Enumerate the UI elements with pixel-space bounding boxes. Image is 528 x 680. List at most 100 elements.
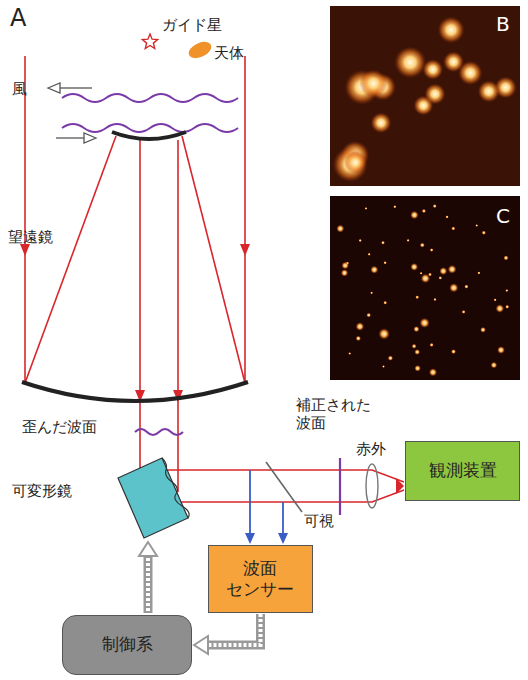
control-arrow <box>139 542 157 613</box>
sharp-star <box>505 289 508 292</box>
blurred-star <box>438 16 465 43</box>
sharp-star <box>410 211 418 219</box>
sharp-star <box>412 344 417 349</box>
visible-label: 可視 <box>304 512 334 530</box>
sharp-star <box>439 267 447 275</box>
wind-arrows <box>48 83 96 143</box>
arrow-inner <box>208 614 261 645</box>
sharp-star <box>370 291 373 294</box>
sharp-star <box>445 215 448 218</box>
blurred-star <box>458 61 482 85</box>
panel-letter: B <box>496 12 510 36</box>
arrow-outline <box>208 614 261 645</box>
telescope-label: 望遠鏡 <box>8 228 53 246</box>
sharp-star <box>491 362 498 369</box>
sharp-star <box>429 368 437 376</box>
sharp-star <box>503 255 508 260</box>
sharp-star <box>388 355 393 360</box>
sharp-star <box>449 283 458 292</box>
lens <box>366 464 378 508</box>
sharp-star <box>451 349 456 354</box>
sharp-star <box>410 263 418 271</box>
turbulence <box>62 94 238 435</box>
sharp-star <box>420 318 430 328</box>
sharp-star <box>505 305 509 309</box>
sharp-star <box>383 301 387 305</box>
guide-star <box>142 34 157 49</box>
sharp-star <box>370 266 378 274</box>
control-box: 制御系 <box>62 615 192 675</box>
blurred-star <box>424 83 445 104</box>
sharp-star <box>433 298 436 301</box>
sharp-star <box>477 271 480 274</box>
sharp-star <box>413 326 419 332</box>
sharp-star <box>356 322 365 331</box>
node-text: 制御系 <box>102 634 153 655</box>
sharp-star <box>366 313 371 318</box>
panel-letter: A <box>10 4 26 33</box>
node-text: 観測装置 <box>429 460 497 481</box>
sharp-star <box>430 343 434 347</box>
guide-star-label: ガイド星 <box>162 16 222 34</box>
sharp-star <box>451 226 455 230</box>
sharp-star <box>464 284 468 288</box>
sharp-star <box>382 365 385 368</box>
wind-label: 風 <box>12 80 27 98</box>
beamsplitter <box>266 462 302 512</box>
sharp-star <box>420 272 423 275</box>
image-c <box>330 196 520 380</box>
sharp-star <box>414 349 420 355</box>
sharp-star <box>407 239 410 242</box>
blurred-star <box>394 46 426 78</box>
sensor-box: 波面 センサー <box>208 545 313 613</box>
sharp-star <box>341 269 348 276</box>
visible-rays <box>250 470 283 534</box>
sharp-star <box>482 231 486 235</box>
mirror-label: 可変形鏡 <box>12 482 72 500</box>
wavefront-label: 歪んだ波面 <box>22 418 97 436</box>
feedback-arrow <box>194 614 261 654</box>
corrected-wavefront <box>339 458 341 515</box>
blurred-star <box>344 151 366 173</box>
arrow-head <box>194 636 208 654</box>
sharp-star <box>393 205 396 208</box>
sharp-star <box>480 327 486 333</box>
sharp-star <box>365 207 368 210</box>
sharp-star <box>336 225 344 233</box>
infrared-label: 赤外 <box>356 440 386 458</box>
blurred-star <box>422 59 443 80</box>
blurred-star <box>333 147 368 182</box>
sharp-star <box>462 310 466 314</box>
object <box>186 39 214 62</box>
sharp-star <box>348 352 351 355</box>
sharp-star <box>422 209 426 213</box>
image-b <box>330 6 520 186</box>
secondary-mirror <box>112 132 186 139</box>
blurred-star <box>359 69 387 97</box>
sharp-star <box>356 336 361 341</box>
sharp-star <box>433 204 437 208</box>
ray-arrowheads <box>20 244 250 402</box>
object-label: 天体 <box>214 44 244 62</box>
sharp-star <box>415 295 419 299</box>
panel-letter: C <box>496 204 510 228</box>
corrected-label: 補正された 波面 <box>296 396 377 432</box>
sharp-star <box>414 365 421 372</box>
sharp-star <box>448 265 457 274</box>
instrument-box: 観測装置 <box>405 441 520 501</box>
sharp-star <box>496 304 505 313</box>
blurred-star <box>478 80 500 102</box>
sharp-star <box>359 239 362 242</box>
sharp-star <box>497 346 505 354</box>
blurred-star <box>371 112 392 133</box>
sharp-star <box>421 274 430 283</box>
sharp-star <box>430 248 434 252</box>
sharp-star <box>438 276 442 280</box>
sharp-star <box>475 224 478 227</box>
sharp-star <box>368 253 371 256</box>
mirror-surface <box>162 458 189 518</box>
primary-mirror <box>22 382 248 401</box>
sharp-star <box>494 298 497 301</box>
ray-arrowhead <box>396 478 404 494</box>
sharp-star <box>341 262 349 270</box>
